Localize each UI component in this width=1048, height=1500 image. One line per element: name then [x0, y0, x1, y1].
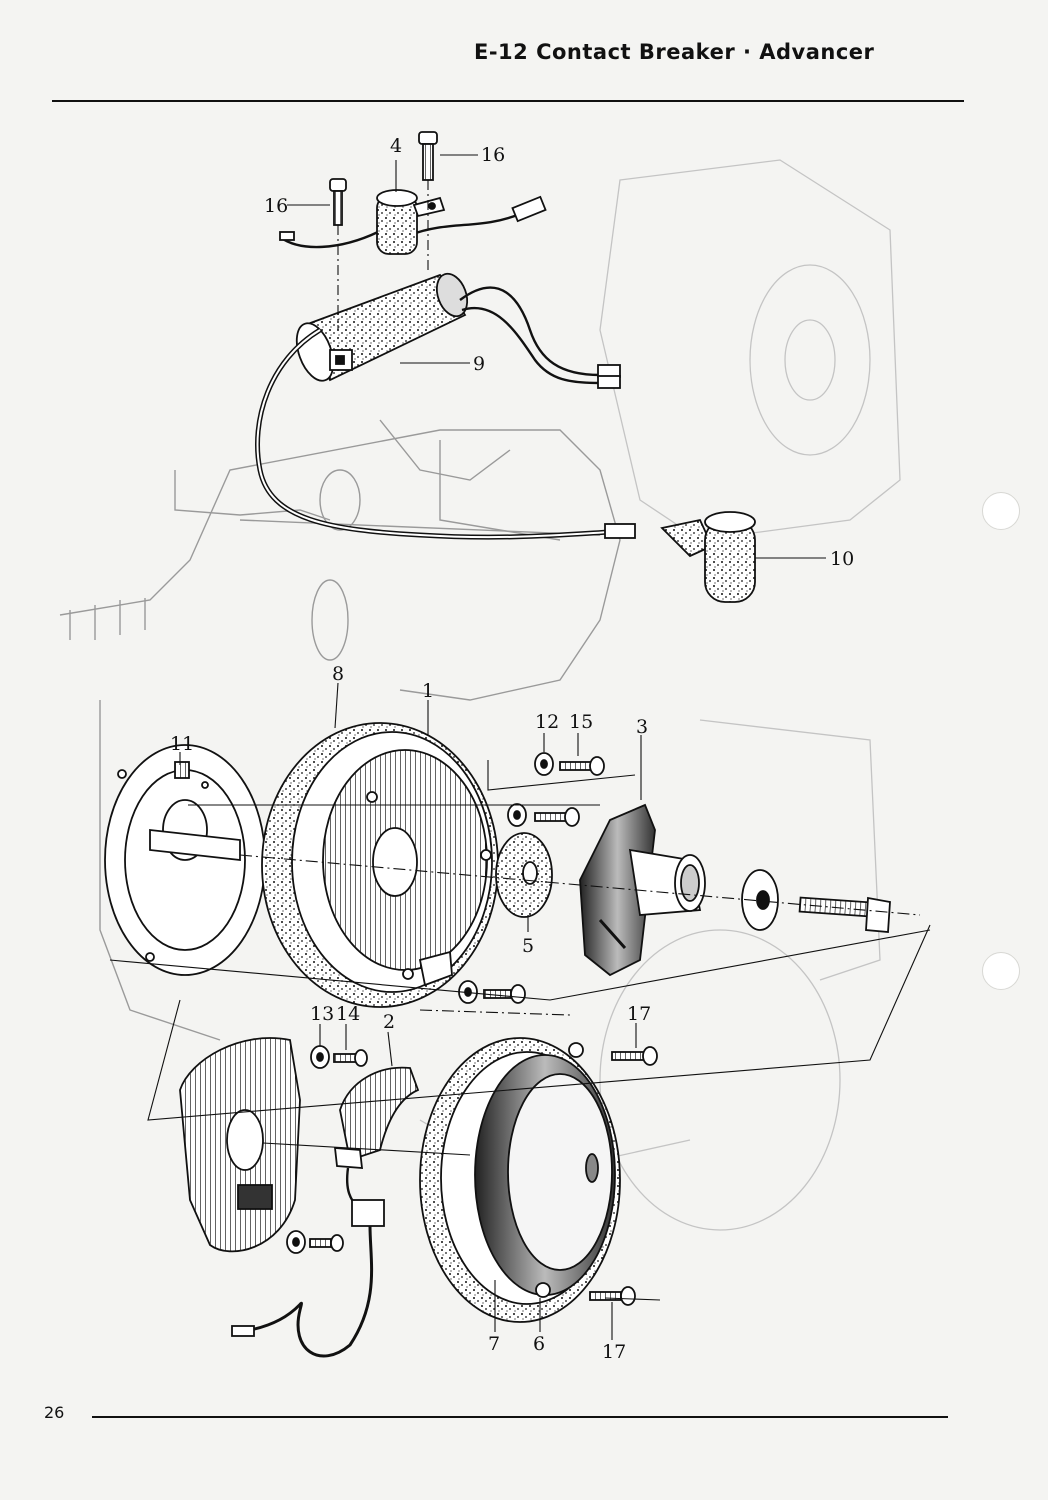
- callout-3: 3: [636, 716, 648, 738]
- callout-leader-lines: [179, 154, 826, 1340]
- stator-base-part-1: [261, 722, 499, 1008]
- callout-17-lower: 17: [602, 1341, 626, 1363]
- punch-hole-upper: [982, 492, 1020, 530]
- punch-hole-lower: [982, 952, 1020, 990]
- washer-part-12: [507, 752, 554, 827]
- header-rule: [52, 100, 964, 102]
- callout-12: 12: [535, 711, 559, 733]
- breaker-cover-part-6: [474, 1042, 616, 1298]
- screw-part-16-left: [329, 178, 347, 226]
- crankcase-flywheel-plate: [104, 744, 266, 976]
- assembly-centre-lines: [109, 180, 931, 1301]
- stator-lower-screw: [458, 980, 526, 1004]
- felt-washer-part-5: [495, 832, 553, 918]
- page-title: E-12 Contact Breaker · Advancer: [474, 40, 875, 64]
- callout-11: 11: [170, 733, 194, 755]
- callout-9: 9: [473, 353, 485, 375]
- screw-part-14: [309, 1049, 368, 1252]
- callout-13: 13: [310, 1003, 334, 1025]
- washer-part-13: [286, 1045, 330, 1254]
- footer-rule: [92, 1416, 948, 1418]
- contact-breaker-part-2: [231, 1066, 420, 1358]
- callout-15: 15: [569, 711, 593, 733]
- callout-17-upper: 17: [627, 1003, 651, 1025]
- callout-7: 7: [488, 1333, 500, 1355]
- callout-5: 5: [522, 935, 534, 957]
- high-tension-lead: [255, 327, 636, 540]
- shaft-washer: [741, 869, 779, 931]
- advancer-bolt: [798, 896, 891, 933]
- screw-part-15: [534, 756, 605, 827]
- screw-part-17-upper: [611, 1046, 658, 1066]
- background-engine-outline: [59, 419, 621, 1041]
- callout-4: 4: [390, 135, 402, 157]
- ignition-coil-part-9: [295, 272, 621, 389]
- callout-2: 2: [383, 1011, 395, 1033]
- callout-16-left: 16: [264, 195, 288, 217]
- callout-1: 1: [422, 680, 434, 702]
- breaker-base-plate: [179, 1037, 301, 1253]
- callout-labels: 16 4 16 9 10 8 1 12 15 3 11 5 13 14 2 17…: [170, 135, 854, 1363]
- spark-plug-cap-part-10: [660, 511, 756, 603]
- screw-part-16-right: [418, 131, 438, 181]
- advancer-cam-part-3: [579, 803, 706, 977]
- page-number: 26: [44, 1403, 65, 1422]
- callout-14: 14: [336, 1003, 360, 1025]
- callout-16-right: 16: [481, 144, 505, 166]
- callout-10: 10: [830, 548, 854, 570]
- callout-8: 8: [332, 663, 344, 685]
- condenser-part-4: [279, 189, 547, 255]
- screw-part-17-lower: [589, 1286, 636, 1306]
- callout-6: 6: [533, 1333, 545, 1355]
